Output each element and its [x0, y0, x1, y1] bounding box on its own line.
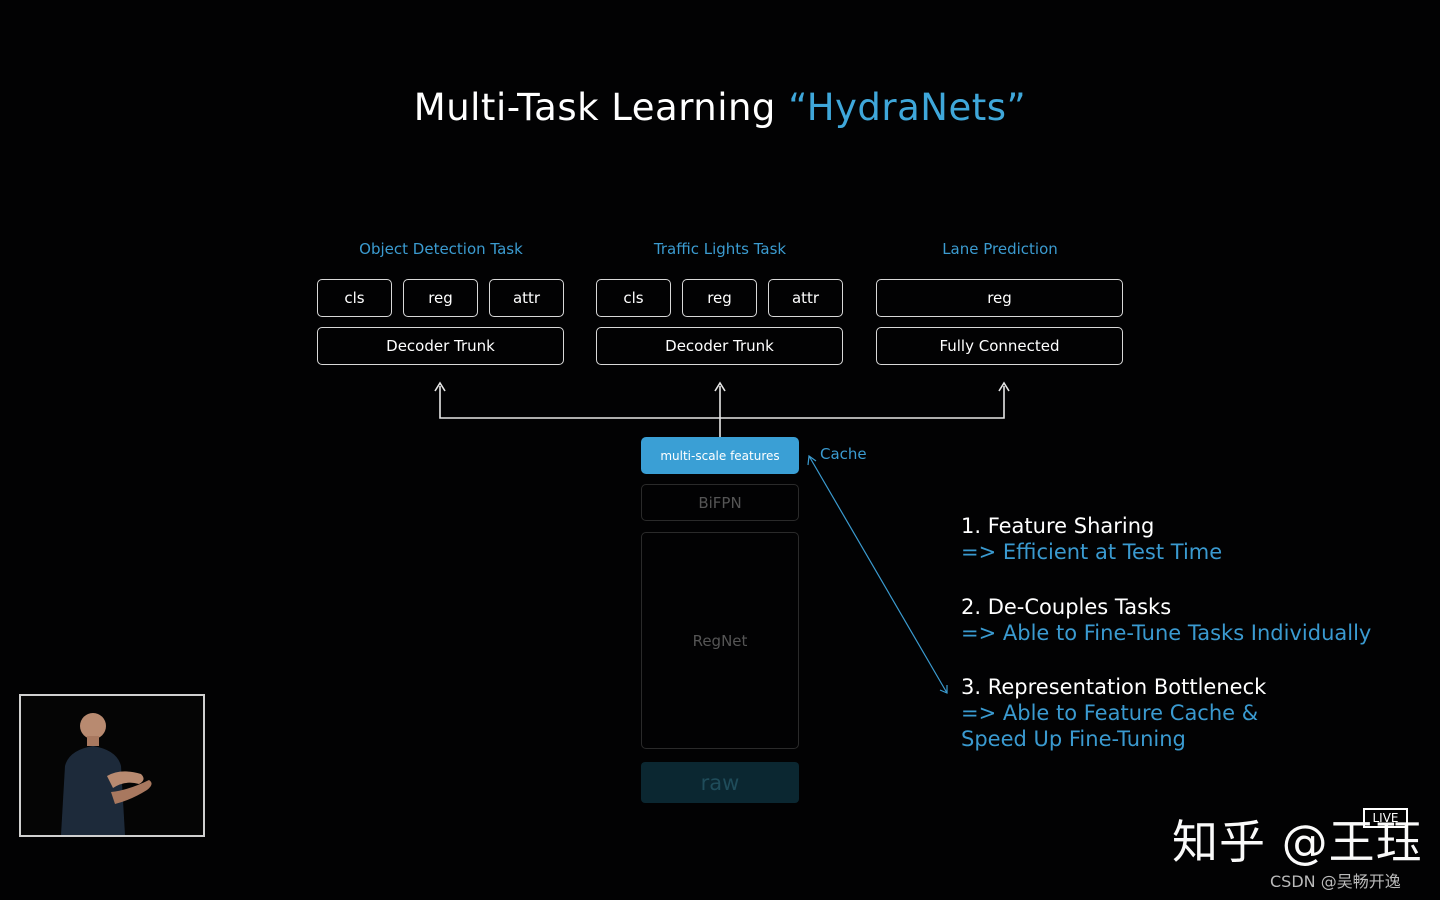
- head-reg: reg: [682, 279, 757, 317]
- arrow-head: [434, 381, 446, 392]
- head-attr: attr: [768, 279, 843, 317]
- point-heading-2: 2. De-Couples Tasks: [961, 595, 1172, 619]
- csdn-watermark: CSDN @吴畅开逸: [1270, 872, 1401, 891]
- speaker-figure-image: [21, 696, 203, 835]
- point-sub-2: => Able to Fine-Tune Tasks Individually: [961, 621, 1372, 645]
- title-main: Multi-Task Learning: [413, 86, 789, 129]
- raw-input-box: raw: [641, 762, 799, 803]
- bifpn-box: BiFPN: [641, 484, 799, 521]
- cache-label: Cache: [820, 445, 867, 463]
- arrow-head: [714, 381, 726, 392]
- point-sub-3a: => Able to Feature Cache &: [961, 701, 1259, 725]
- point-heading-3: 3. Representation Bottleneck: [961, 675, 1267, 699]
- live-badge: LIVE: [1363, 808, 1408, 828]
- cache-arrow-head: [807, 454, 817, 466]
- branch-line: [439, 386, 1005, 419]
- regnet-box: RegNet: [641, 532, 799, 749]
- decoder-trunk-traffic-lights: Decoder Trunk: [596, 327, 843, 365]
- title-accent: “HydraNets”: [788, 86, 1027, 129]
- multi-scale-features-box: multi-scale features: [641, 437, 799, 474]
- point-sub-1: => Efficient at Test Time: [961, 540, 1223, 564]
- slide-title: Multi-Task Learning “HydraNets”: [0, 86, 1440, 129]
- speaker-video-inset: [19, 694, 205, 837]
- head-reg: reg: [403, 279, 478, 317]
- head-reg: reg: [876, 279, 1123, 317]
- cache-arrow-head: [939, 685, 948, 694]
- fully-connected-lane-prediction: Fully Connected: [876, 327, 1123, 365]
- zhihu-watermark: 知乎 @王珏: [1172, 815, 1423, 869]
- arrow-head: [998, 381, 1010, 392]
- cache-arrow-line: [808, 455, 948, 694]
- head-cls: cls: [317, 279, 392, 317]
- head-cls: cls: [596, 279, 671, 317]
- decoder-trunk-object-detection: Decoder Trunk: [317, 327, 564, 365]
- task-label-lane-prediction: Lane Prediction: [942, 240, 1058, 258]
- head-attr: attr: [489, 279, 564, 317]
- task-label-object-detection: Object Detection Task: [359, 240, 523, 258]
- task-label-traffic-lights: Traffic Lights Task: [653, 240, 787, 258]
- point-heading-1: 1. Feature Sharing: [961, 514, 1155, 538]
- point-sub-3b: Speed Up Fine-Tuning: [961, 727, 1186, 751]
